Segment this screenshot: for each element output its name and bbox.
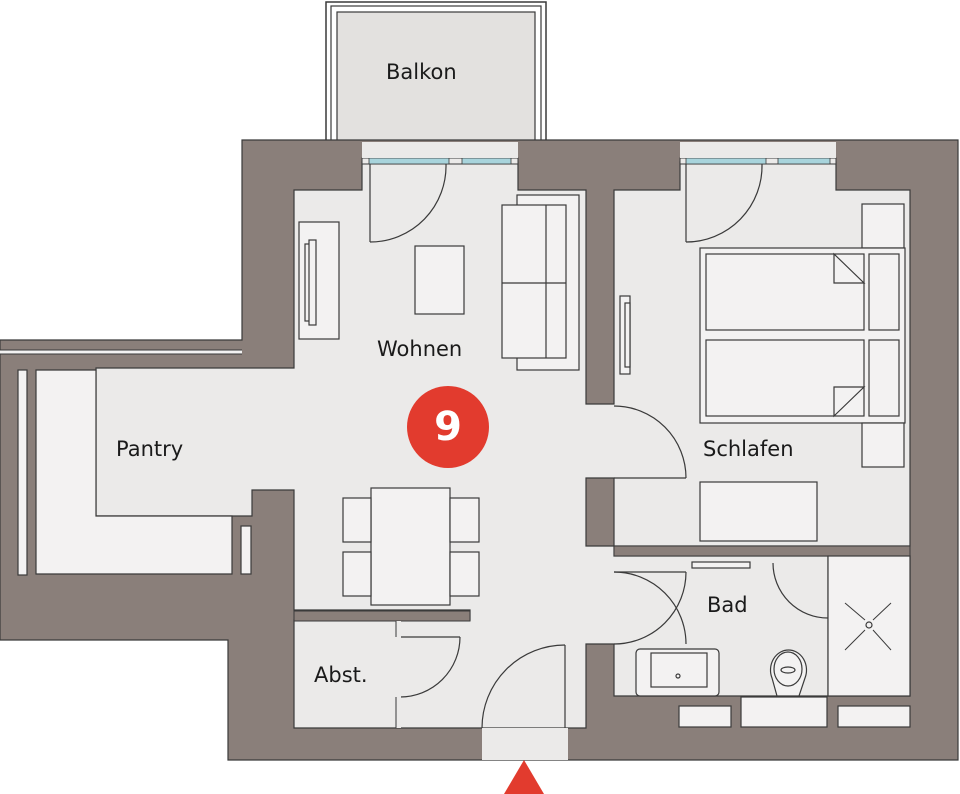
room-label-wohnen: Wohnen (377, 337, 463, 361)
room-label-bad: Bad (707, 593, 748, 617)
bathroom-fixtures (635, 555, 911, 728)
room-label-balkon: Balkon (386, 60, 457, 84)
entrance-threshold (482, 728, 568, 760)
living-furniture (298, 194, 580, 606)
partition-wall-bad (613, 545, 911, 557)
balcony (325, 1, 547, 143)
pantry-counter (0, 349, 252, 576)
room-label-pantry: Pantry (116, 437, 184, 461)
entrance-arrow-icon (504, 760, 544, 794)
room-label-abst: Abst. (314, 663, 368, 687)
windows (361, 142, 837, 165)
partition-wall-abst (293, 610, 471, 622)
room-label-schlafen: Schlafen (703, 437, 794, 461)
bedroom-furniture (619, 203, 906, 542)
unit-number-badge: 9 (407, 386, 489, 468)
